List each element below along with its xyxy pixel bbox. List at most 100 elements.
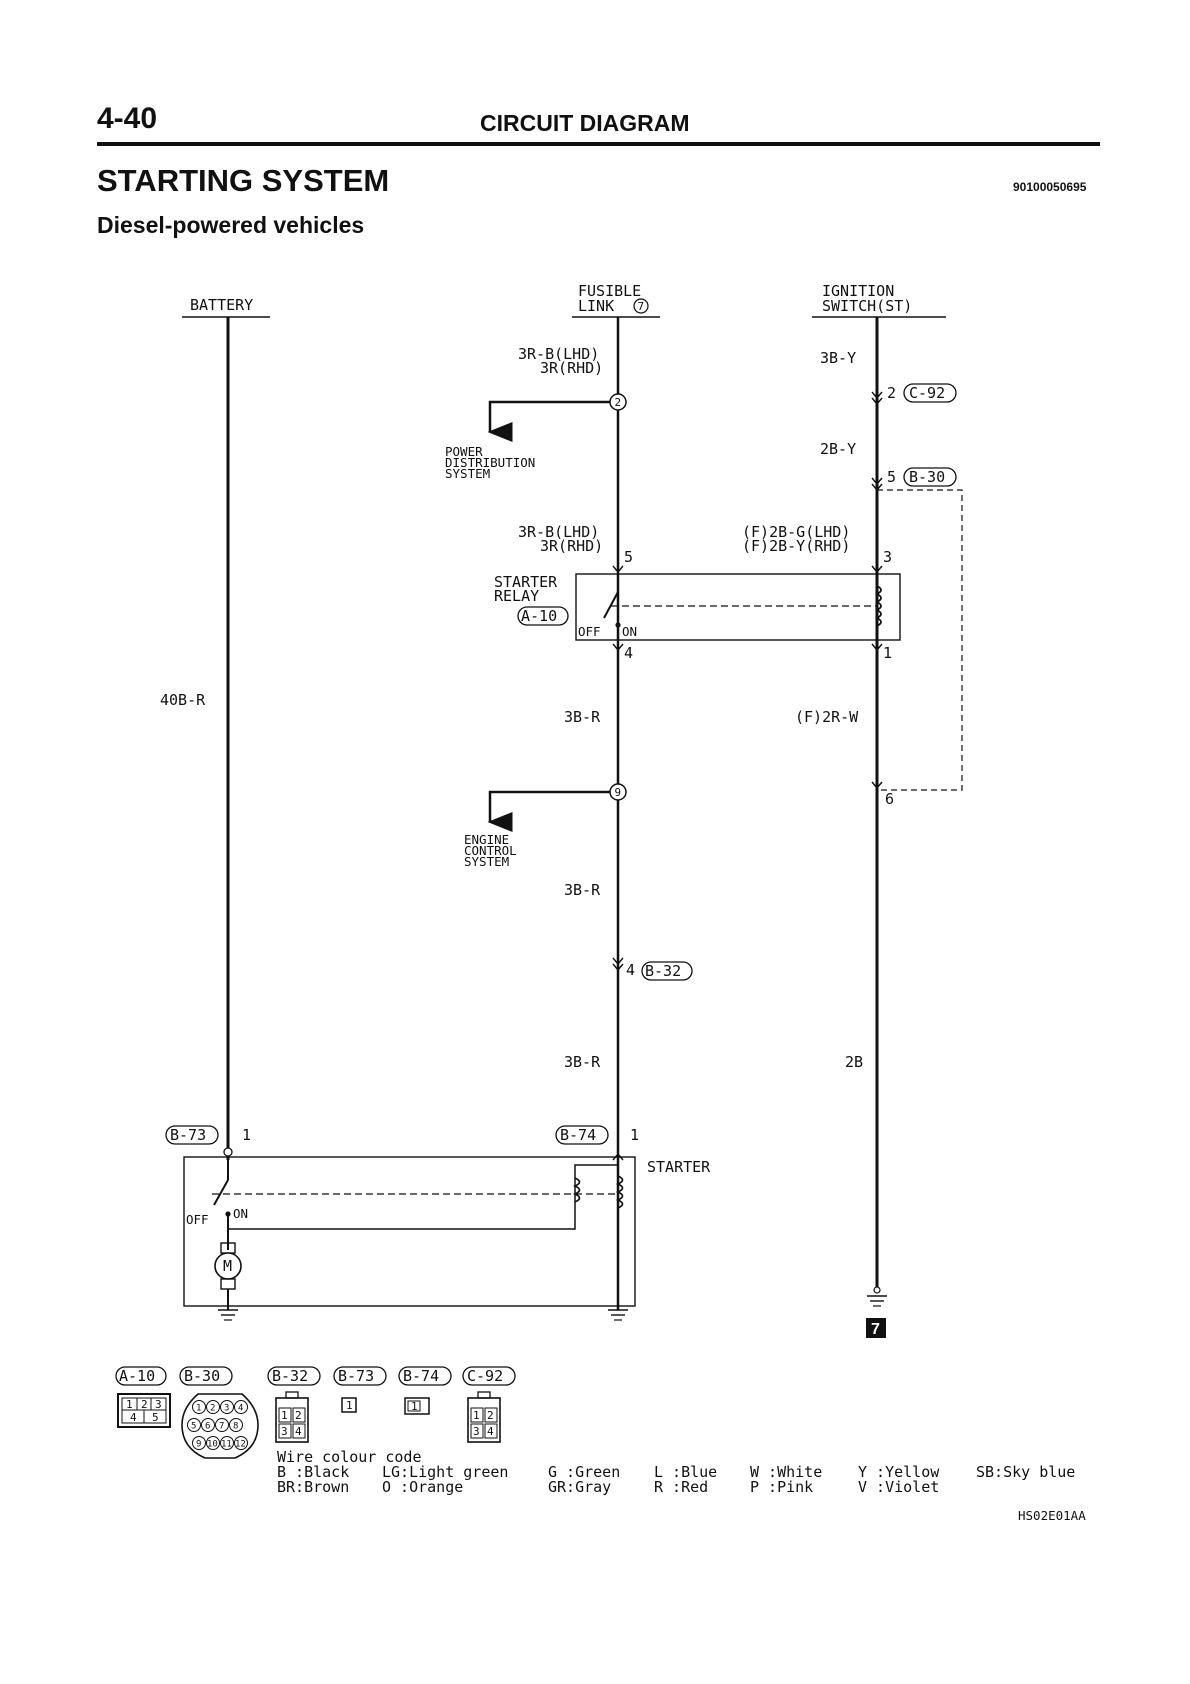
svg-text:RELAY: RELAY xyxy=(494,587,539,605)
connector-face-c92: 1 2 3 4 xyxy=(467,1391,501,1443)
svg-text:4: 4 xyxy=(130,1411,137,1424)
legend-label-b74: B-74 xyxy=(398,1366,452,1386)
svg-text:DISTRIBUTION: DISTRIBUTION xyxy=(445,455,535,470)
connector-face-b74: 1 xyxy=(404,1397,430,1415)
wire-label: 3B-Y xyxy=(820,349,856,367)
svg-text:4: 4 xyxy=(295,1425,302,1438)
connector-pin-label: 11 xyxy=(221,1440,232,1450)
svg-text:POWER: POWER xyxy=(445,444,483,459)
svg-text:1: 1 xyxy=(242,1126,251,1144)
connector-pin xyxy=(201,1418,215,1432)
connector-dashed-link xyxy=(877,489,963,791)
svg-text:1: 1 xyxy=(630,1126,639,1144)
fusible-link-label: FUSIBLE LINK 7 xyxy=(572,282,660,318)
svg-text:B-32: B-32 xyxy=(272,1367,308,1385)
document-id: 90100050695 xyxy=(1013,180,1087,194)
legend-label-b32: B-32 xyxy=(267,1366,321,1386)
svg-text:BATTERY: BATTERY xyxy=(190,296,253,314)
svg-text:4: 4 xyxy=(624,644,633,662)
wire-label: 3R-B(LHD) xyxy=(518,523,599,541)
connector-pin-label: 8 xyxy=(233,1422,238,1432)
connector-pin xyxy=(234,1436,248,1450)
connector-pin xyxy=(192,1436,206,1450)
wire-label: (F)2R-W xyxy=(795,708,859,726)
svg-text:4: 4 xyxy=(487,1425,494,1438)
svg-text:Y :Yellow: Y :Yellow xyxy=(858,1463,940,1481)
connector-face-b73: 1 xyxy=(341,1397,357,1413)
svg-text:2: 2 xyxy=(295,1409,302,1422)
svg-text:B :Black: B :Black xyxy=(277,1463,349,1481)
svg-text:B-30: B-30 xyxy=(909,468,945,486)
engine-control-branch: 9 ENGINE CONTROL SYSTEM xyxy=(464,783,627,869)
svg-text:B-73: B-73 xyxy=(170,1126,206,1144)
ground-symbol xyxy=(218,1309,238,1321)
connector-pin xyxy=(206,1436,220,1450)
svg-text:1: 1 xyxy=(411,1400,418,1413)
svg-text:7: 7 xyxy=(638,300,645,313)
svg-text:5: 5 xyxy=(624,548,633,566)
page-subtitle: Diesel-powered vehicles xyxy=(97,212,365,238)
connector-pin-label: 1 xyxy=(196,1404,201,1414)
svg-text:3: 3 xyxy=(473,1425,480,1438)
connector-pin-label: 7 xyxy=(219,1422,224,1432)
svg-text:C-92: C-92 xyxy=(909,384,945,402)
svg-text:SB:Sky blue: SB:Sky blue xyxy=(976,1463,1075,1481)
svg-text:GR:Gray: GR:Gray xyxy=(548,1478,611,1496)
svg-text:OFF: OFF xyxy=(186,1212,209,1227)
page-number: 4-40 xyxy=(97,102,158,135)
junction-2 xyxy=(609,393,627,411)
legend-label-c92: C-92 xyxy=(462,1366,516,1386)
svg-text:STARTER: STARTER xyxy=(647,1158,711,1176)
junction-9 xyxy=(609,783,627,801)
svg-text:1: 1 xyxy=(473,1409,480,1422)
connector-pin xyxy=(206,1400,220,1414)
connector-pin-label: 4 xyxy=(238,1404,243,1414)
svg-text:M: M xyxy=(223,1257,232,1275)
svg-text:FUSIBLE: FUSIBLE xyxy=(578,282,641,300)
wire-label: 3B-R xyxy=(564,1053,601,1071)
svg-text:B-74: B-74 xyxy=(403,1367,439,1385)
svg-text:BR:Brown: BR:Brown xyxy=(277,1478,349,1496)
starter-relay: STARTER RELAY A-10 OFF ON 5 3 4 1 xyxy=(494,548,901,662)
svg-text:7: 7 xyxy=(871,1321,880,1338)
wire-colour-code: Wire colour code B :Black BR:Brown LG:Li… xyxy=(277,1448,1075,1496)
pin-6-mark: 6 xyxy=(871,781,894,808)
wire-label: (F)2B-G(LHD) xyxy=(742,523,850,541)
connector-face-b32: 1 2 3 4 xyxy=(275,1391,309,1443)
connector-pin-label: 10 xyxy=(207,1440,218,1450)
svg-text:2: 2 xyxy=(887,384,896,402)
connector-pin-label: 2 xyxy=(210,1404,215,1414)
svg-text:1: 1 xyxy=(126,1398,133,1411)
connector-pin xyxy=(192,1400,206,1414)
section-title: CIRCUIT DIAGRAM xyxy=(480,110,690,136)
svg-text:O :Orange: O :Orange xyxy=(382,1478,463,1496)
svg-text:5: 5 xyxy=(887,468,896,486)
svg-text:A-10: A-10 xyxy=(521,607,557,625)
connector-c92-mark: 2 C-92 xyxy=(871,383,957,406)
svg-text:ON: ON xyxy=(233,1206,248,1221)
svg-text:SYSTEM: SYSTEM xyxy=(445,466,490,481)
battery-label: BATTERY xyxy=(182,296,270,318)
wire-label: 3B-R xyxy=(564,708,601,726)
connector-pin-label: 3 xyxy=(224,1404,229,1414)
svg-text:2: 2 xyxy=(487,1409,494,1422)
ignition-switch-label: IGNITION SWITCH(ST) xyxy=(812,282,946,318)
wire-label: 3R(RHD) xyxy=(540,537,603,555)
legend-label-b30: B-30 xyxy=(179,1366,233,1386)
ground-symbol xyxy=(608,1309,628,1321)
svg-text:P :Pink: P :Pink xyxy=(750,1478,813,1496)
wire-label: 3R(RHD) xyxy=(540,359,603,377)
svg-text:ON: ON xyxy=(622,624,637,639)
svg-text:LINK: LINK xyxy=(578,297,614,315)
svg-text:LG:Light green: LG:Light green xyxy=(382,1463,508,1481)
svg-text:Wire colour code: Wire colour code xyxy=(277,1448,422,1466)
svg-text:3: 3 xyxy=(281,1425,288,1438)
wire-label: (F)2B-Y(RHD) xyxy=(742,537,850,555)
connector-pin xyxy=(234,1400,248,1414)
svg-text:4: 4 xyxy=(626,961,635,979)
connector-pin-label: 9 xyxy=(196,1440,201,1450)
svg-text:W :White: W :White xyxy=(750,1463,822,1481)
header-rule xyxy=(97,142,1100,146)
connector-pin-label: 12 xyxy=(235,1440,246,1450)
